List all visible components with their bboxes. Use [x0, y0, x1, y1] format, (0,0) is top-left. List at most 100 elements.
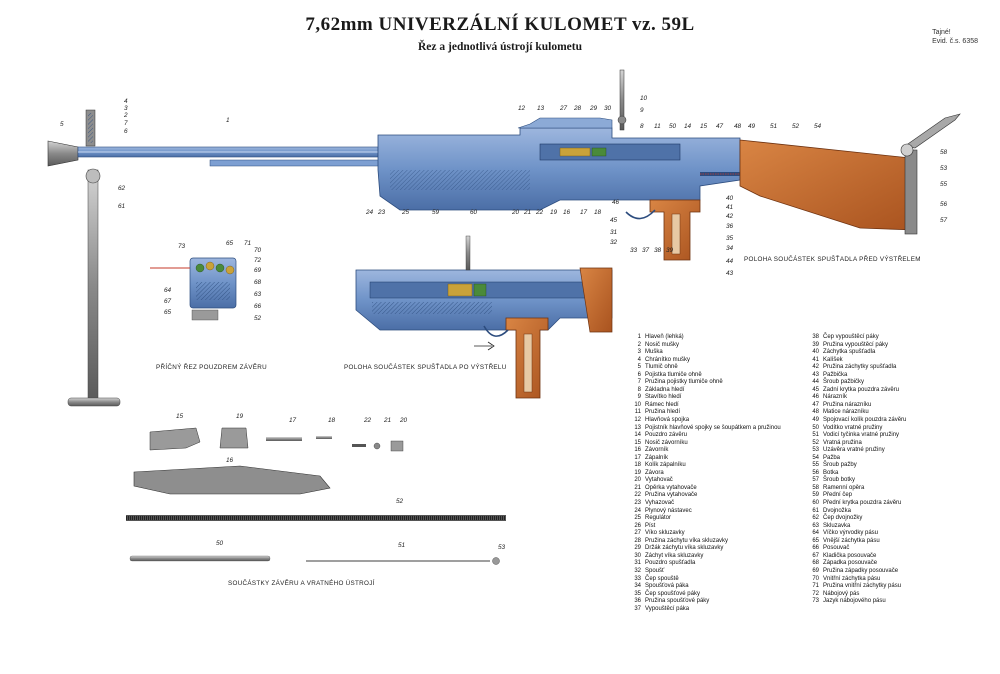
legend-text: Víko skluzavky [645, 530, 685, 537]
legend-text: Víčko výrvodky pásu [823, 530, 879, 537]
legend-text: Vodicí tyčinka vratné pružiny [823, 432, 900, 439]
legend-number: 44 [812, 379, 819, 386]
callout-48: 48 [734, 123, 742, 130]
callout-10: 10 [640, 95, 648, 102]
legend-number: 57 [812, 477, 819, 484]
brass-part [559, 147, 591, 157]
callout-37: 37 [642, 247, 650, 254]
part-callout-51: 51 [398, 542, 406, 549]
callout-65b: 65 [164, 309, 172, 316]
legend-number: 46 [812, 394, 819, 401]
legend-number: 53 [812, 447, 819, 454]
receiver [377, 127, 741, 211]
legend-text: Píst [645, 522, 656, 529]
part-callout-17: 17 [289, 417, 297, 424]
callout-13: 13 [537, 105, 545, 112]
legend-text: Pažbička [823, 371, 848, 378]
legend-text: Spojovací kolík pouzdra závěru [823, 417, 907, 424]
legend-number: 71 [812, 583, 819, 590]
legend-number: 66 [812, 545, 819, 552]
legend-number: 41 [812, 356, 819, 363]
callout-30: 30 [604, 105, 612, 112]
legend-text: Pružina západky posouvače [823, 567, 899, 574]
part-18 [316, 436, 332, 439]
legend-number: 43 [812, 371, 819, 378]
callout-27: 27 [559, 105, 568, 112]
callout-68: 68 [254, 279, 262, 286]
legend-text: Jazyk nábojového pásu [823, 598, 886, 605]
callout-49: 49 [748, 123, 756, 130]
evid-line: Evid. č.s. 6358 [932, 37, 978, 46]
callout-35: 35 [726, 235, 734, 242]
receiver-hatch [390, 170, 530, 190]
tab-label: Tajné! [932, 29, 951, 36]
legend-number: 23 [634, 500, 641, 507]
part-22 [352, 444, 366, 447]
callout-12: 12 [518, 105, 526, 112]
callout-62: 62 [118, 185, 126, 192]
legend-number: 63 [812, 522, 819, 529]
feed-cover [517, 117, 613, 129]
legend-number: 35 [634, 590, 641, 597]
part-callout-15: 15 [176, 413, 184, 420]
legend-number: 39 [812, 341, 819, 348]
part-callout-22: 22 [363, 417, 372, 424]
legend-text: Nábojový pás [823, 590, 860, 597]
callout-52: 52 [792, 123, 800, 130]
legend-text: Chránítko mušky [645, 356, 691, 363]
callout-3: 3 [124, 105, 128, 112]
bipod-pivot [85, 168, 101, 184]
part-callout-18: 18 [328, 417, 336, 424]
part-19 [219, 427, 249, 449]
callout-70: 70 [254, 247, 262, 254]
callout-18: 18 [594, 209, 602, 216]
legend-text: Rámec hledí [645, 401, 679, 408]
legend-text: Pružina hledí [645, 409, 681, 416]
callout-47: 47 [716, 123, 724, 130]
part-callout-52: 52 [396, 498, 404, 505]
callout-33: 33 [630, 247, 638, 254]
callout-51: 51 [770, 123, 778, 130]
callout-32: 32 [610, 239, 618, 246]
legend-number: 20 [634, 477, 641, 484]
legend-number: 33 [634, 575, 641, 582]
callout-44: 44 [726, 258, 734, 265]
legend-number: 68 [812, 560, 819, 567]
callout-11: 11 [654, 123, 661, 130]
callout-71: 71 [244, 240, 252, 247]
legend-number: 28 [634, 537, 641, 544]
legend-number: 10 [634, 401, 641, 408]
classification-box: Tajné! Evid. č.s. 6358 [932, 28, 978, 46]
after-brass [447, 283, 473, 297]
legend-number: 52 [812, 439, 819, 446]
legend-text: Spoušť [645, 567, 665, 574]
legend-number: 37 [634, 605, 641, 612]
legend-text: Nárazník [823, 394, 848, 401]
legend-item: 10 Rámec hledí [626, 402, 781, 410]
callout-69: 69 [254, 267, 262, 274]
after-receiver [355, 269, 613, 331]
callout-19: 19 [550, 209, 558, 216]
callout-36: 36 [726, 223, 734, 230]
legend-text: Pružina nárazníku [823, 401, 872, 408]
cross-roller-1 [195, 263, 205, 273]
legend-text: Záchytka spušťadla [823, 349, 876, 356]
legend-text: Základna hledí [645, 386, 685, 393]
caption-bolt-parts: SOUČÁSTKY ZÁVĚRU A VRATNÉHO ÚSTROJÍ [228, 580, 375, 587]
part-callout-21: 21 [383, 417, 392, 424]
